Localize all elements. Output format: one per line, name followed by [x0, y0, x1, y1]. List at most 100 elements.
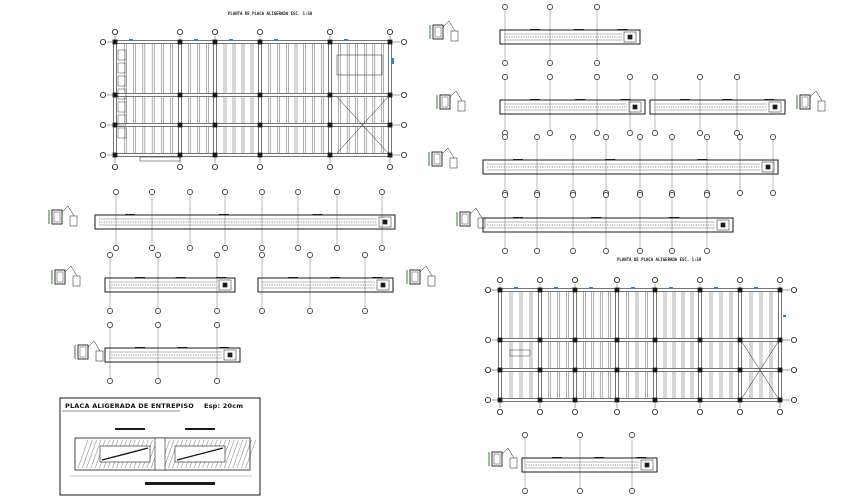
plan-left-col-bubble-top — [326, 28, 333, 35]
plan-left-column — [257, 152, 263, 158]
plan-right-column — [572, 337, 578, 343]
plan-left-column — [327, 122, 333, 128]
section-symbol-7-hook — [419, 265, 427, 273]
beam-9-axis-bubble — [155, 322, 161, 328]
plan-right-column — [652, 337, 658, 343]
section-symbol-10-sub — [509, 457, 518, 469]
beam-5-axis-bubble — [570, 248, 576, 254]
section-symbol-3-box — [799, 94, 811, 110]
detail-label-bar — [185, 428, 215, 430]
plan-left-col-bubble-bottom — [211, 163, 218, 170]
plan-title-left: PLANTA DE PLACA ALIGERADA ESC. 1:50 — [228, 11, 313, 16]
opening-box — [336, 54, 383, 76]
plan-right-blue-marker — [514, 287, 518, 289]
plan-left-column — [112, 39, 118, 45]
beam-5-axis-bubble — [669, 248, 675, 254]
plan-right-column — [737, 367, 743, 373]
section-symbol-6-hook — [70, 265, 78, 277]
beam-2-axis-bubble — [627, 74, 633, 80]
beam-3 — [649, 74, 786, 136]
plan-left-column — [257, 92, 263, 98]
plan-left-column — [327, 92, 333, 98]
beam-6-axis-bubble — [113, 245, 119, 251]
plan-left-column — [177, 122, 183, 128]
beam-6-axis-bubble — [379, 189, 385, 195]
beam-9-section-box — [223, 349, 237, 361]
plan-right-col-bubble-top — [572, 276, 579, 283]
plan-right-column — [652, 367, 658, 373]
plan-right-col-bubble-top — [697, 276, 704, 283]
plan-right-col-bubble-bottom — [614, 408, 621, 415]
section-symbol-8-hook — [475, 207, 483, 219]
plan-left-column — [112, 122, 118, 128]
section-symbol-3-hook — [815, 90, 823, 102]
beam-3-mark — [764, 99, 775, 101]
beam-6-axis-bubble — [113, 189, 119, 195]
beam-9-outline — [104, 347, 241, 363]
plan-right-blue-marker — [589, 287, 593, 289]
section-symbol-2-hook — [449, 90, 457, 98]
plan-right-col-bubble-bottom — [496, 408, 503, 415]
plan-right-blue-marker — [631, 287, 635, 289]
detail-rebar — [176, 447, 224, 461]
beam-4-section-box — [761, 161, 775, 173]
beam-3-mark — [680, 99, 690, 101]
plan-left-row-bubble-left — [100, 151, 107, 158]
plan-right-beam-v — [573, 289, 577, 401]
section-symbol-5-sub — [69, 215, 78, 227]
plan-right-row-bubble-right — [791, 396, 798, 403]
section-symbol-2-inner — [441, 96, 449, 108]
plan-left-col-bubble-bottom — [176, 163, 183, 170]
beam-5-axis-bubble — [570, 192, 576, 198]
plan-right-col-bubble-top — [777, 276, 784, 283]
section-symbol-4-box — [431, 151, 443, 167]
plan-left-row-bubble-right — [400, 151, 407, 158]
plan-left-beam-h — [114, 153, 391, 157]
plan-left-col-bubble-bottom — [386, 163, 393, 170]
beam-5-axis-bubble — [637, 192, 643, 198]
section-symbol-9-hook — [87, 340, 95, 348]
beam-6-section-core — [382, 219, 388, 225]
plan-left-row-bubble-right — [400, 92, 407, 99]
beam-4-mark — [605, 159, 616, 161]
section-symbol-8-sub — [477, 217, 486, 229]
plan-right-column — [572, 397, 578, 403]
plan-right-column — [537, 397, 543, 403]
plan-left-col-bubble-bottom — [256, 163, 263, 170]
beam-2-axis-bubble — [627, 130, 633, 136]
section-symbol-10-inner — [493, 453, 501, 465]
plan-left-column — [387, 122, 393, 128]
section-symbol-2-sub — [457, 100, 466, 112]
beam-8-axis-bubble — [307, 308, 313, 314]
section-symbol-5 — [48, 205, 78, 227]
section-symbol-7 — [406, 265, 436, 287]
beam-10-section-core — [644, 462, 650, 468]
plan-left-blue-marker — [344, 39, 348, 41]
beam-7-axis-bubble — [155, 308, 161, 314]
beam-5-mark — [513, 217, 523, 219]
blue-marker-side — [783, 315, 786, 317]
beam-7-mark — [216, 277, 227, 279]
plan-left-outline — [114, 41, 391, 156]
plan-left-beam-h — [114, 123, 391, 127]
beam-9-axis-bubble — [107, 378, 113, 384]
plan-left-column — [257, 122, 263, 128]
beam-5 — [482, 192, 734, 254]
beam-6-outline — [94, 214, 396, 230]
beam-7-axis-bubble — [155, 252, 161, 258]
stair-tread — [117, 114, 127, 126]
hatch-line — [228, 439, 239, 469]
plan-left-beam-v — [113, 41, 117, 156]
plan-right — [484, 276, 798, 415]
beam-3-axis-bubble — [697, 74, 703, 80]
plan-right-col-bubble-top — [496, 276, 503, 283]
beam-6-axis-bubble — [222, 189, 228, 195]
beam-3-axis-bubble — [652, 130, 658, 136]
section-symbol-1-sub — [450, 30, 459, 42]
plan-left-col-bubble-top — [386, 28, 393, 35]
beam-10 — [521, 432, 658, 494]
section-symbol-10 — [488, 447, 518, 469]
beam-3-axis-bubble — [697, 130, 703, 136]
plan-right-column — [652, 397, 658, 403]
